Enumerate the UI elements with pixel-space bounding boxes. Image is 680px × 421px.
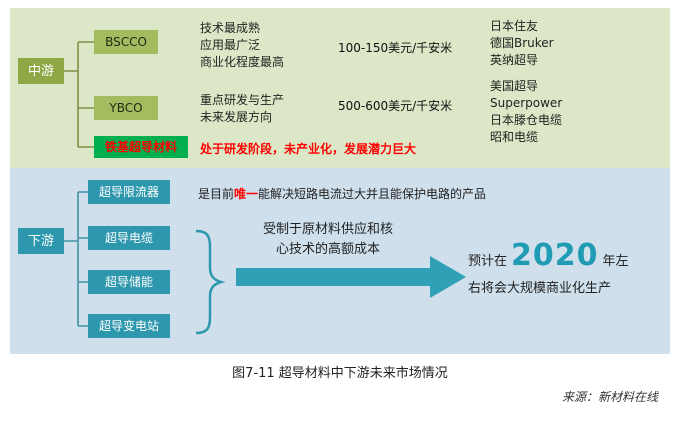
company-name: Superpower [490, 96, 563, 110]
ybco-companies: 美国超导 Superpower 日本滕仓电缆 昭和电缆 [490, 78, 562, 146]
forecast-line-1: 预计在 2020 年左 [468, 238, 668, 273]
source-credit: 来源：新材料在线 [561, 390, 658, 404]
company-name: 美国超导 [490, 79, 539, 93]
company-name: 昭和电缆 [490, 130, 539, 144]
node-ybco: YBCO [94, 96, 158, 120]
ybco-price: 500-600美元/千安米 [338, 99, 453, 113]
iron-based-status-note: 处于研发阶段，未产业化，发展潜力巨大 [200, 142, 417, 156]
limiter-note-suffix: 能解决短路电流过大并且能保护电路的产品 [258, 187, 487, 201]
node-superconducting-cable: 超导电缆 [88, 226, 170, 250]
bscco-desc-line: 技术最成熟 [200, 21, 261, 35]
limiter-note-prefix: 是目前 [198, 187, 235, 201]
node-superconducting-energy-storage: 超导储能 [88, 270, 170, 294]
constraint-line: 受制于原材料供应和核 [262, 222, 393, 237]
downstream-root-node: 下游 [18, 228, 64, 254]
bscco-description: 技术最成熟 应用最广泛 商业化程度最高 [200, 20, 284, 71]
bscco-desc-line: 应用最广泛 [200, 38, 261, 52]
node-superconducting-substation: 超导变电站 [88, 314, 170, 338]
ybco-desc-line: 重点研发与生产 [200, 93, 285, 107]
company-name: 日本住友 [490, 19, 539, 33]
node-fault-current-limiter: 超导限流器 [88, 180, 170, 204]
company-name: 德国Bruker [490, 36, 554, 50]
bscco-desc-line: 商业化程度最高 [200, 55, 285, 69]
company-name: 日本滕仓电缆 [490, 113, 563, 127]
figure-caption: 图7-11 超导材料中下游未来市场情况 [232, 366, 448, 381]
constraint-line: 心技术的高额成本 [275, 242, 380, 257]
forecast-year: 2020 [511, 238, 599, 273]
forecast-mid: 年左 [602, 254, 629, 269]
ybco-description: 重点研发与生产 未来发展方向 [200, 92, 284, 126]
constraint-note: 受制于原材料供应和核 心技术的高额成本 [252, 220, 404, 260]
midstream-root-node: 中游 [18, 58, 64, 84]
company-name: 英纳超导 [490, 53, 539, 67]
forecast-line-2: 右将会大规模商业化生产 [468, 281, 612, 296]
node-iron-based-superconductor: 铁基超导材料 [94, 136, 188, 158]
bscco-price: 100-150美元/千安米 [338, 41, 453, 55]
limiter-note: 是目前唯一能解决短路电流过大并且能保护电路的产品 [198, 186, 486, 203]
limiter-note-highlight: 唯一 [234, 187, 259, 201]
forecast-prefix: 预计在 [468, 254, 508, 269]
node-bscco: BSCCO [94, 30, 158, 54]
forecast-block: 预计在 2020 年左 右将会大规模商业化生产 [468, 238, 668, 296]
bscco-companies: 日本住友 德国Bruker 英纳超导 [490, 18, 554, 69]
ybco-desc-line: 未来发展方向 [200, 110, 273, 124]
